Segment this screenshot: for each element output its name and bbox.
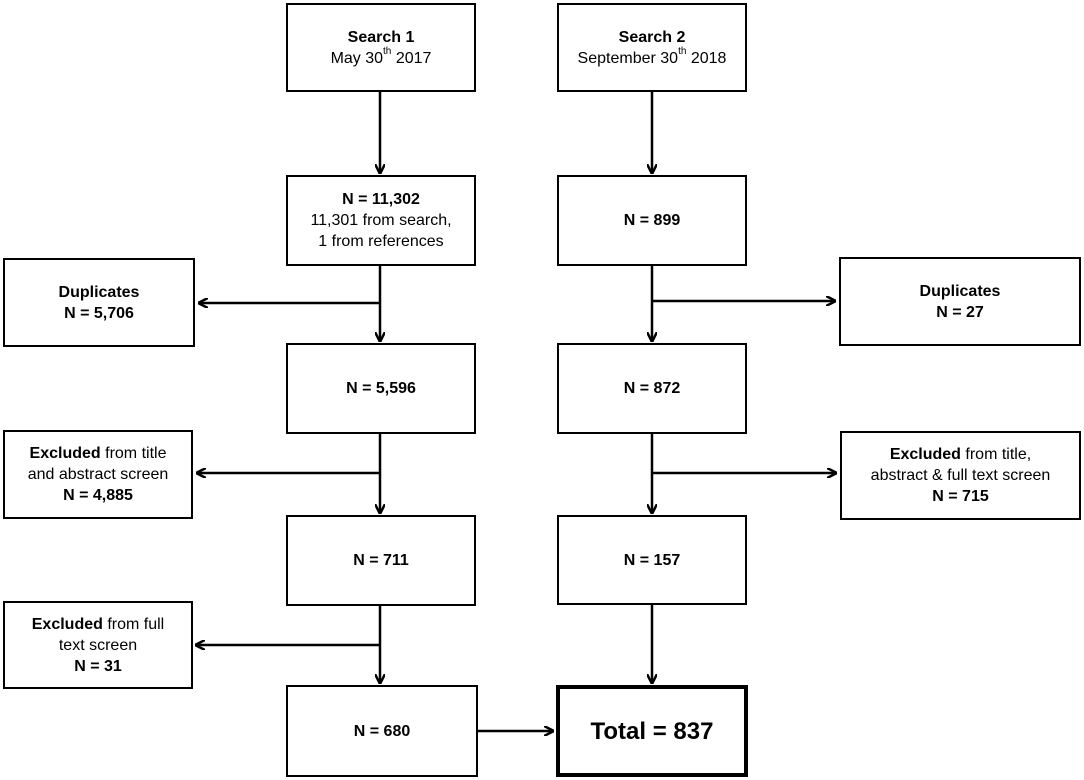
- excluded-ta-left-line-2: and abstract screen: [27, 466, 169, 483]
- excluded-ft-left-box: Excluded from full text screen N = 31: [3, 601, 193, 689]
- excluded-ft-left-line-1: Excluded from full: [31, 615, 165, 633]
- excluded-right-box: Excluded from title, abstract & full tex…: [840, 431, 1081, 520]
- total-count: Total = 837: [590, 717, 714, 745]
- excluded-right-n: N = 715: [932, 488, 989, 505]
- total-box: Total = 837: [556, 685, 748, 777]
- search-2-box: Search 2 September 30th 2018: [557, 3, 747, 92]
- left-n-total-detail-2: 1 from references: [318, 233, 444, 250]
- left-n-total: N = 11,302: [342, 191, 420, 208]
- left-after-duplicates: N = 5,596: [346, 380, 416, 397]
- left-after-ta: N = 711: [353, 552, 409, 569]
- duplicates-right-title: Duplicates: [919, 282, 1001, 300]
- excluded-ft-left-line-2: text screen: [58, 636, 138, 654]
- right-n-total: N = 899: [623, 212, 681, 229]
- excluded-right-line-1: Excluded from title,: [889, 446, 1032, 463]
- left-final-box: N = 680: [286, 685, 478, 777]
- left-after-ta-box: N = 711: [286, 515, 476, 606]
- excluded-ta-left-box: Excluded from title and abstract screen …: [3, 430, 193, 519]
- excluded-ft-left-n: N = 31: [74, 657, 122, 675]
- duplicates-left-n: N = 5,706: [64, 304, 134, 322]
- right-after-excluded: N = 157: [623, 551, 681, 569]
- duplicates-right-box: Duplicates N = 27: [839, 257, 1081, 346]
- right-n-total-box: N = 899: [557, 175, 747, 266]
- search-2-date: September 30th 2018: [577, 45, 727, 67]
- right-after-duplicates: N = 872: [623, 380, 681, 397]
- search-1-box: Search 1 May 30th 2017: [286, 3, 476, 92]
- left-final: N = 680: [353, 722, 411, 740]
- right-after-duplicates-box: N = 872: [557, 343, 747, 434]
- duplicates-left-box: Duplicates N = 5,706: [3, 258, 195, 347]
- search-1-title: Search 1: [347, 28, 415, 46]
- excluded-ta-left-n: N = 4,885: [63, 487, 133, 504]
- search-2-title: Search 2: [618, 28, 686, 46]
- excluded-ta-left-line-1: Excluded from title: [29, 445, 167, 462]
- left-n-total-detail-1: 11,301 from search,: [310, 212, 452, 229]
- left-after-duplicates-box: N = 5,596: [286, 343, 476, 434]
- duplicates-right-n: N = 27: [936, 303, 984, 321]
- left-n-total-box: N = 11,302 11,301 from search, 1 from re…: [286, 175, 476, 266]
- excluded-right-line-2: abstract & full text screen: [870, 467, 1051, 484]
- search-1-date: May 30th 2017: [330, 45, 432, 67]
- duplicates-left-title: Duplicates: [58, 283, 140, 301]
- right-after-excluded-box: N = 157: [557, 515, 747, 605]
